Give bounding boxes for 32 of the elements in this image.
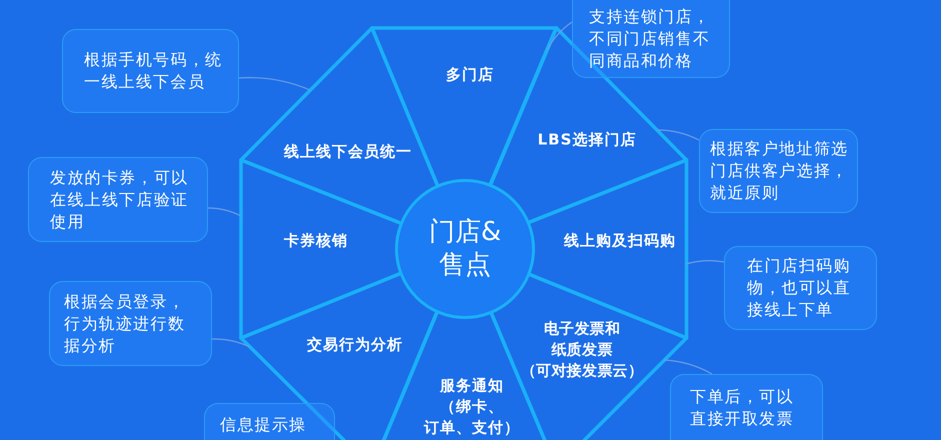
leader-line	[546, 22, 572, 50]
callout-text: 根据手机号码，统一线上线下会员	[84, 49, 222, 93]
segment-label: 多门店	[446, 64, 494, 86]
segment-label: 卡券核销	[284, 230, 348, 252]
callout-box	[204, 403, 335, 440]
callout-text: 在门店扫码购物，也可以直接线上下单	[747, 255, 851, 321]
segment-label: LBS选择门店	[538, 130, 636, 150]
callout-box	[28, 157, 208, 242]
segment-label: 线上线下会员统一	[284, 142, 412, 162]
leader-line	[686, 260, 724, 265]
callout-text: 信息提示操	[220, 414, 306, 436]
segment-label: 交易行为分析	[307, 334, 403, 356]
callout-text: 根据会员登录，行为轨迹进行数据分析	[64, 290, 186, 356]
leader-line	[238, 77, 310, 91]
callout-text: 发放的卡券，可以在线上线下店验证使用	[50, 166, 188, 232]
callout-box	[699, 129, 858, 213]
callout-text: 下单后，可以直接开取发票	[690, 386, 794, 430]
callout-box	[724, 246, 877, 330]
callout-box	[62, 29, 239, 113]
callout-text: 根据客户地址筛选门店供客户选择，就近原则	[710, 138, 848, 204]
leader-line	[656, 129, 700, 141]
segment-label: 服务通知（绑卡、订单、支付）	[424, 376, 520, 438]
leader-line	[212, 338, 250, 348]
segment-label: 电子发票和纸质发票（可对接发票云）	[520, 318, 644, 382]
callout-text: 支持连锁门店，不同门店销售不同商品和价格	[589, 6, 710, 72]
callout-box	[49, 281, 212, 366]
callout-box	[670, 374, 823, 440]
leader-line	[208, 207, 242, 217]
callout-box	[572, 0, 730, 78]
segment-label: 线上购及扫码购	[564, 230, 676, 252]
center-label: 门店&售点	[428, 216, 502, 282]
leader-line	[664, 359, 712, 375]
